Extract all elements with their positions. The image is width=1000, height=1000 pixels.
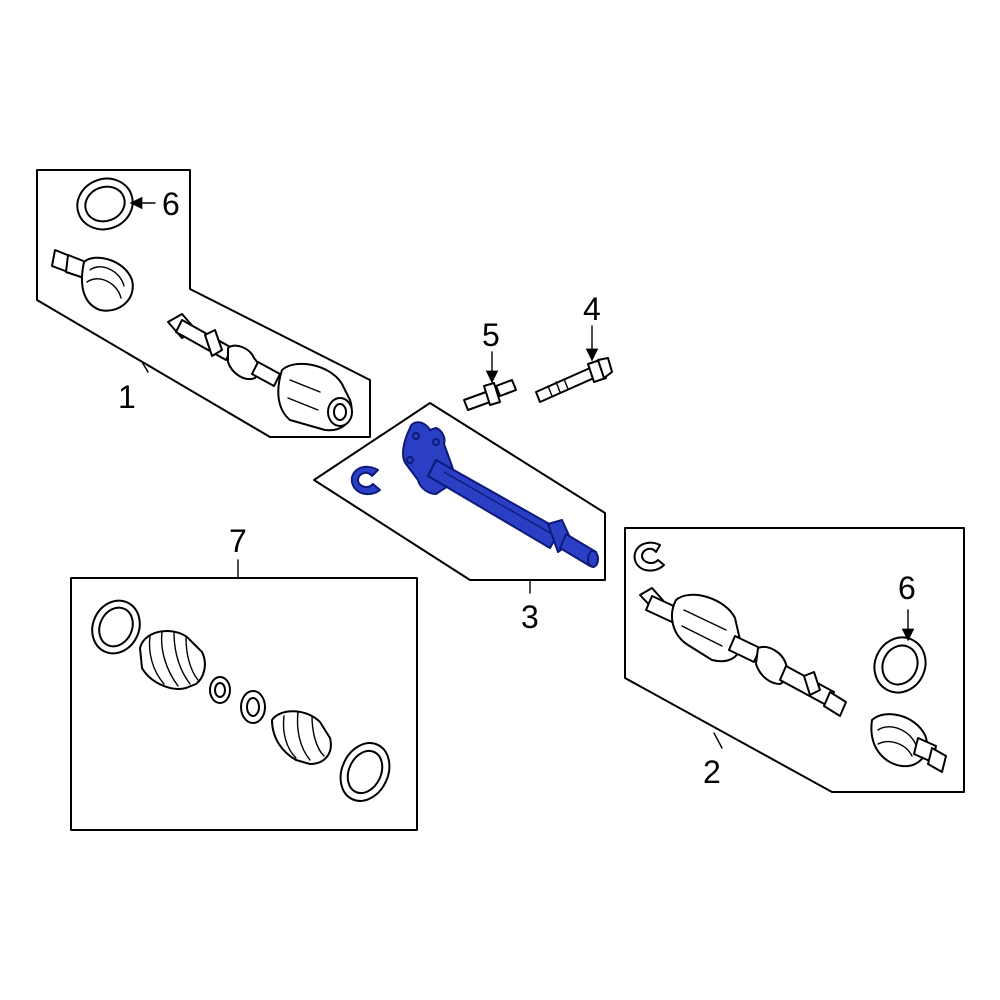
callout-6-right: 6 — [898, 570, 916, 606]
inner-shaft-icon[interactable] — [167, 313, 353, 432]
clamp-small-icon[interactable] — [209, 676, 231, 704]
callout-2: 2 — [703, 754, 721, 790]
leader-lines — [129, 196, 915, 749]
highlighted-snap-ring-icon[interactable] — [350, 465, 381, 496]
inner-joint-shaft-icon[interactable] — [639, 587, 847, 717]
stud-5-icon[interactable] — [463, 379, 517, 411]
highlighted-intermediate-shaft-icon[interactable] — [402, 421, 599, 568]
callout-4: 4 — [583, 291, 601, 327]
group-2-axle-assembly[interactable] — [624, 527, 965, 793]
bolt-4-icon[interactable] — [535, 357, 613, 403]
group-7-boot-kit[interactable] — [70, 577, 418, 831]
outer-cv-joint-icon[interactable] — [870, 713, 947, 773]
snap-ring-icon[interactable] — [633, 541, 665, 572]
seal-ring-icon[interactable] — [84, 593, 149, 661]
group-2-frame — [624, 527, 965, 793]
clamp-large-icon[interactable] — [240, 690, 266, 724]
group-3-intermediate-shaft[interactable] — [313, 402, 606, 581]
inner-boot-icon[interactable] — [271, 710, 332, 765]
seal-ring-icon[interactable] — [331, 735, 398, 809]
seal-ring-icon[interactable] — [866, 629, 935, 701]
outer-boot-icon[interactable] — [139, 629, 206, 690]
callout-5: 5 — [482, 317, 500, 353]
callout-3: 3 — [521, 599, 539, 635]
group-1-axle-assembly[interactable] — [36, 169, 371, 438]
callout-1: 1 — [118, 379, 136, 415]
group-3-frame — [313, 402, 606, 581]
callout-7: 7 — [229, 523, 247, 559]
outer-cv-joint-icon[interactable] — [51, 249, 134, 312]
group-1-frame — [36, 169, 371, 438]
callout-6-top: 6 — [162, 186, 180, 222]
group-7-frame — [70, 577, 418, 831]
seal-ring-icon[interactable] — [70, 171, 140, 237]
